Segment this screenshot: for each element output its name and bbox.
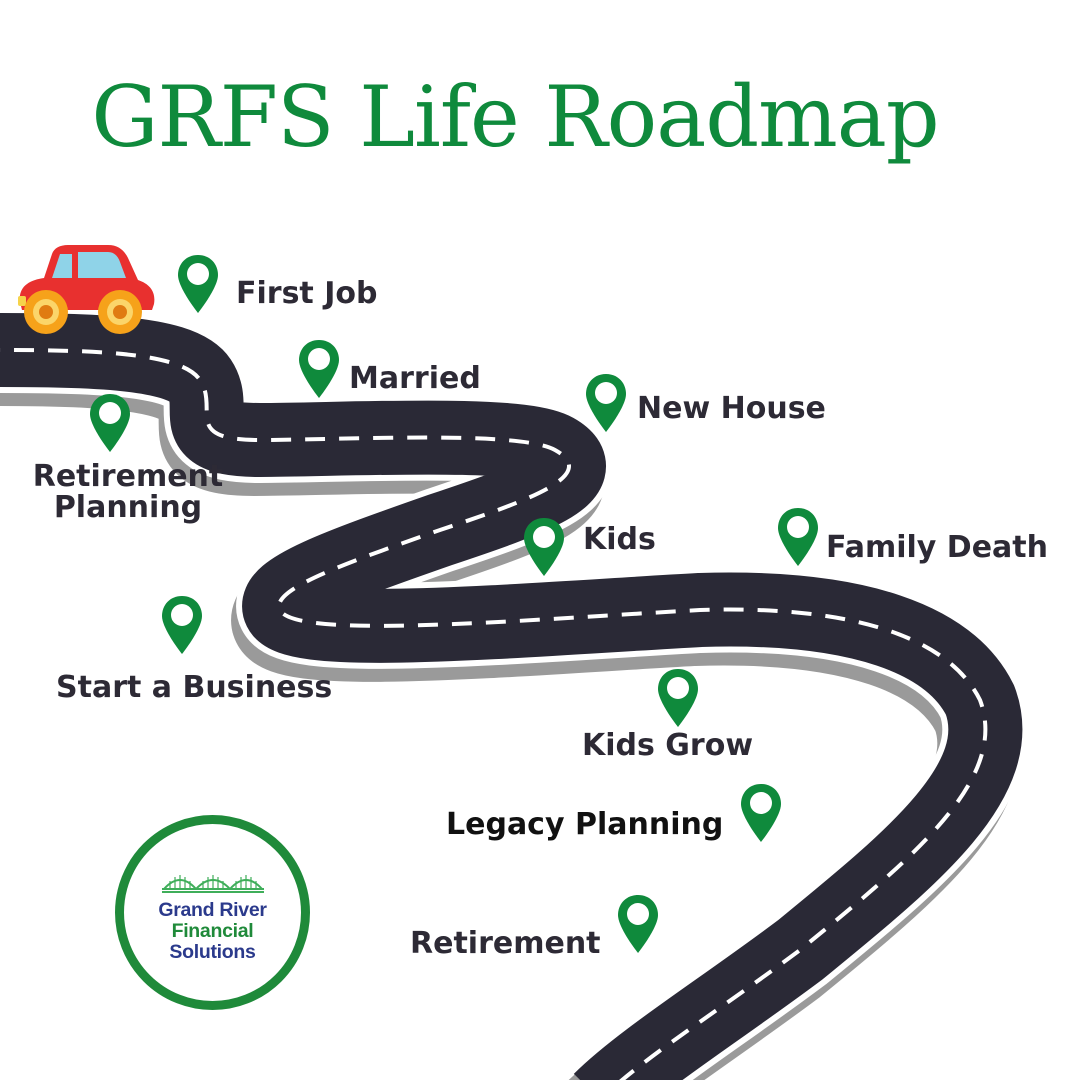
map-pin-icon — [618, 895, 658, 953]
map-pin-icon — [178, 255, 218, 313]
milestone-family-death: Family Death — [826, 530, 1048, 565]
map-pin-icon — [586, 374, 626, 432]
map-pin-icon — [778, 508, 818, 566]
milestone-retirement-planning: Retirement Planning — [32, 459, 224, 525]
milestone-legacy-planning: Legacy Planning — [446, 807, 724, 842]
map-pin-icon — [741, 784, 781, 842]
milestone-new-house: New House — [637, 391, 826, 426]
logo-text-line-3: Solutions — [169, 941, 256, 963]
milestone-kids-grow: Kids Grow — [582, 728, 754, 763]
bridge-icon — [162, 875, 264, 893]
map-pin-icon — [299, 340, 339, 398]
logo-text-line-2: Financial — [171, 920, 254, 942]
logo-text-line-1: Grand River — [158, 899, 267, 921]
car-icon — [18, 245, 155, 334]
milestone-retirement: Retirement — [410, 926, 601, 961]
map-pin-icon — [162, 596, 202, 654]
milestone-start-a-business: Start a Business — [56, 670, 333, 705]
map-pin-icon — [90, 394, 130, 452]
map-pin-icon — [524, 518, 564, 576]
milestone-married: Married — [349, 361, 481, 396]
map-pin-icon — [658, 669, 698, 727]
milestone-kids: Kids — [583, 522, 656, 557]
page-title: GRFS Life Roadmap — [91, 68, 939, 166]
milestone-first-job: First Job — [236, 276, 378, 311]
company-logo: Grand River Financial Solutions — [115, 815, 310, 1010]
